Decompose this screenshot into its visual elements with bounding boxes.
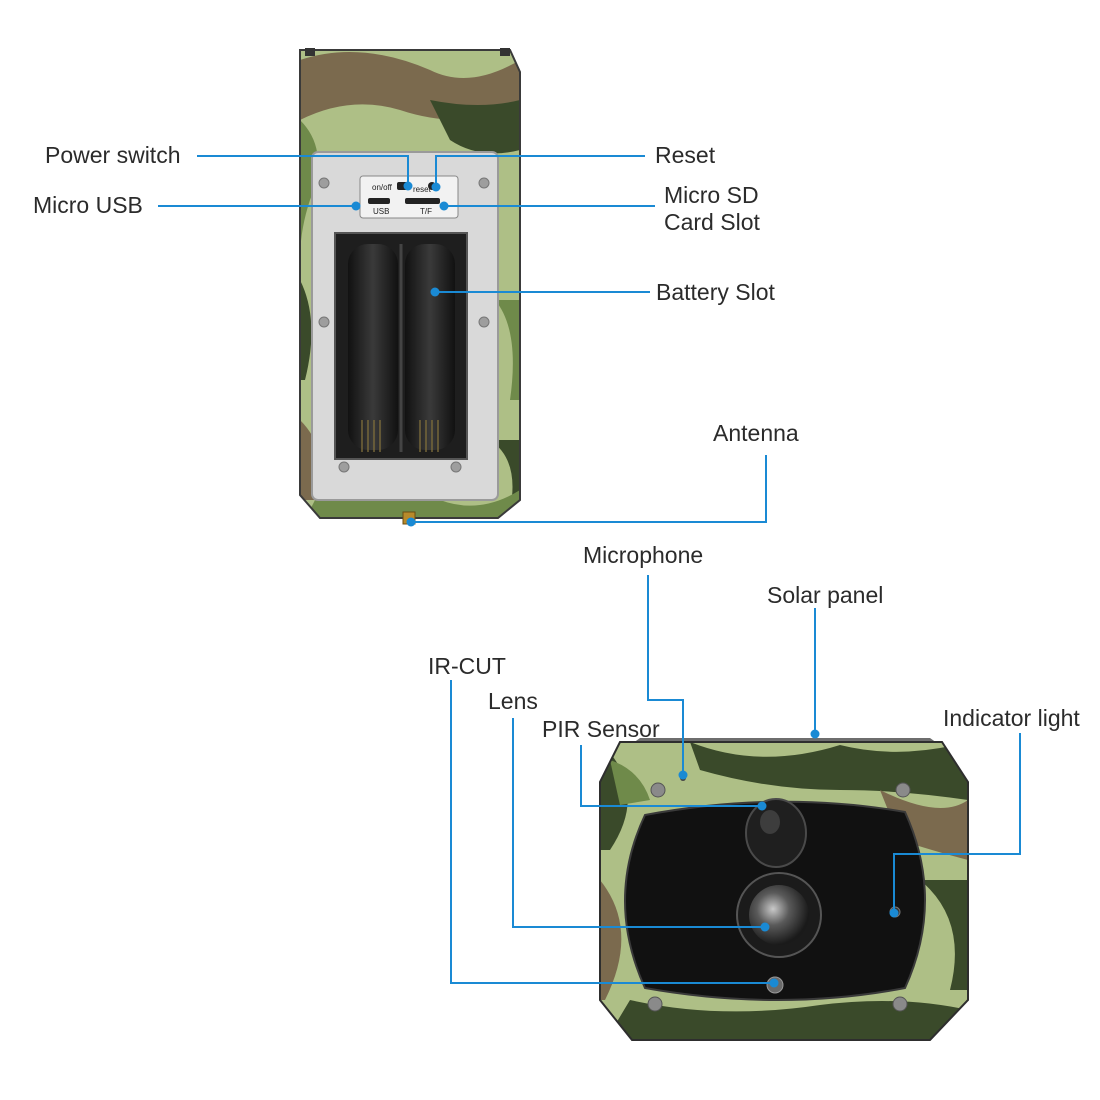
- battery-cell-left: [348, 244, 398, 450]
- leader-microphone: [647, 575, 684, 775]
- front-screw: [892, 996, 908, 1012]
- tray-screw: [318, 177, 330, 189]
- label-antenna: Antenna: [713, 420, 799, 446]
- label-micro-sd-line2: Card Slot: [664, 209, 760, 235]
- tf-mark: T/F: [420, 207, 432, 216]
- front-screw: [895, 782, 911, 798]
- leader-pir-sensor: [580, 745, 762, 807]
- camo-patch: [300, 52, 520, 120]
- leader-lines: [158, 155, 1021, 984]
- housing-outline: [299, 49, 521, 519]
- tray-screw: [450, 461, 462, 473]
- dot-ir-cut: [769, 978, 779, 988]
- usb-mark: USB: [373, 207, 389, 216]
- dot-micro-usb: [351, 201, 361, 211]
- housing-corner: [500, 48, 510, 56]
- dot-solar-panel: [810, 729, 820, 739]
- label-solar-panel: Solar panel: [767, 582, 883, 608]
- camo-patch: [920, 880, 968, 990]
- leader-endpoints: [351, 181, 899, 988]
- dot-lens: [760, 922, 770, 932]
- leader-power-switch: [197, 155, 409, 186]
- dot-antenna: [406, 517, 416, 527]
- leader-antenna: [411, 455, 767, 523]
- label-indicator-light: Indicator light: [943, 705, 1080, 731]
- micro-sd-slot: [405, 198, 440, 204]
- housing-corner: [305, 48, 315, 56]
- label-lens: Lens: [488, 688, 538, 714]
- battery-spring: [419, 420, 439, 452]
- pir-sensor-dome: [745, 798, 807, 868]
- dot-microphone: [678, 770, 688, 780]
- label-micro-usb: Micro USB: [33, 192, 143, 218]
- label-power-switch: Power switch: [45, 142, 180, 168]
- dot-battery-slot: [430, 287, 440, 297]
- dot-pir-sensor: [757, 801, 767, 811]
- housing-outline: [599, 741, 969, 1041]
- front-screw: [650, 782, 666, 798]
- label-reset: Reset: [655, 142, 716, 168]
- camo-patch: [880, 790, 968, 860]
- label-micro-sd-line1: Micro SD: [664, 182, 759, 208]
- tray-screw: [478, 177, 490, 189]
- label-ir-cut: IR-CUT: [428, 653, 506, 679]
- micro-usb-port: [368, 198, 390, 204]
- camo-patch: [490, 440, 520, 510]
- label-battery-slot: Battery Slot: [656, 279, 775, 305]
- pir-highlight: [760, 810, 780, 834]
- camo-patch: [610, 760, 650, 805]
- reset-mark: reset: [413, 185, 432, 194]
- camo-patch: [495, 300, 520, 400]
- camo-patch: [600, 880, 622, 1000]
- dot-power-switch: [403, 181, 413, 191]
- front-screw: [647, 996, 663, 1012]
- tray-screw: [338, 461, 350, 473]
- camera-front-view: [599, 738, 969, 1041]
- battery-spring: [361, 420, 381, 452]
- tray-screw: [318, 316, 330, 328]
- on-off-mark: on/off: [372, 183, 393, 192]
- leader-indicator-light: [893, 733, 1021, 913]
- leader-reset: [435, 155, 645, 187]
- label-microphone: Microphone: [583, 542, 703, 568]
- callout-labels: Power switch Reset Micro USB Micro SD Ca…: [33, 142, 1080, 742]
- leader-ir-cut: [450, 680, 774, 984]
- dot-reset: [431, 182, 441, 192]
- camo-patch: [430, 100, 520, 154]
- label-pir-sensor: PIR Sensor: [542, 716, 660, 742]
- leader-lens: [512, 718, 765, 928]
- camo-patch: [300, 280, 312, 380]
- tray-screw: [478, 316, 490, 328]
- lens-glass: [749, 885, 809, 945]
- dot-indicator-light: [889, 908, 899, 918]
- camera-back-view: on/off reset USB T/F: [299, 48, 521, 525]
- camo-patch: [600, 1000, 968, 1040]
- battery-cell-right: [405, 244, 455, 450]
- dot-micro-sd: [439, 201, 449, 211]
